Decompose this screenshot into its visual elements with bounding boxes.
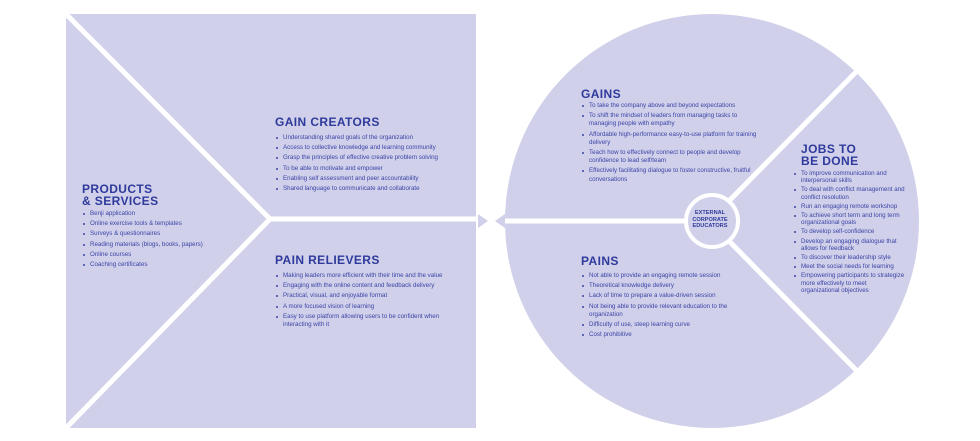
list-item: Empowering participants to strategize mo… (793, 272, 905, 294)
products-services-title-line2: & SERVICES (82, 194, 159, 208)
list-item: Theoretical knowledge delivery (581, 282, 741, 290)
list-item: Grasp the principles of effective creati… (275, 154, 450, 162)
list-item: Understanding shared goals of the organi… (275, 134, 450, 142)
fit-arrows-icon (478, 214, 505, 228)
jobs-to-be-done-title: JOBS TO BE DONE (801, 143, 858, 167)
list-item: To improve communication and interperson… (793, 170, 905, 184)
pains-list: Not able to provide an engaging remote s… (581, 272, 741, 341)
list-item: Effectively facilitating dialogue to fos… (581, 167, 759, 183)
list-item: Not able to provide an engaging remote s… (581, 272, 741, 280)
list-item: Practical, visual, and enjoyable format (275, 292, 445, 300)
list-item: Develop an engaging dialogue that allows… (793, 238, 905, 252)
pains-title: PAINS (581, 254, 619, 268)
list-item: To discover their leadership style (793, 254, 905, 261)
jobs-to-be-done-list: To improve communication and interperson… (793, 170, 905, 296)
segment-line1: EXTERNAL (694, 210, 726, 216)
pain-relievers-title: PAIN RELIEVERS (275, 253, 380, 267)
list-item: To take the company above and beyond exp… (581, 102, 759, 110)
list-item: Making leaders more efficient with their… (275, 272, 445, 280)
list-item: Online courses (82, 251, 242, 259)
list-item: Run an engaging remote workshop (793, 203, 905, 210)
list-item: Teach how to effectively connect to peop… (581, 149, 759, 165)
list-item: Coaching certificates (82, 261, 242, 269)
list-item: Enabling self assessment and peer accoun… (275, 175, 450, 183)
gain-creators-title: GAIN CREATORS (275, 115, 380, 129)
list-item: To deal with conflict management and con… (793, 186, 905, 201)
list-item: Difficulty of use, steep learning curve (581, 321, 741, 329)
list-item: Benji application (82, 210, 242, 218)
customer-profile-dividers (505, 70, 858, 372)
customer-segment-circle (684, 193, 740, 249)
segment-line3: EDUCATORS (692, 223, 728, 229)
list-item: To be able to motivate and empower (275, 165, 450, 173)
list-item: A more focused vision of learning (275, 303, 445, 311)
list-item: To develop self-confidence (793, 228, 905, 235)
list-item: Meet the social needs for learning (793, 263, 905, 270)
list-item: Shared language to communicate and colla… (275, 185, 450, 193)
pain-relievers-list: Making leaders more efficient with their… (275, 272, 445, 331)
customer-segment-label: EXTERNAL CORPORATE EDUCATORS (688, 210, 732, 230)
jobs-title-line1: JOBS TO (801, 142, 857, 156)
list-item: Easy to use platform allowing users to b… (275, 313, 445, 329)
products-services-title-line1: PRODUCTS (82, 182, 153, 196)
segment-line2: CORPORATE (692, 216, 728, 223)
products-services-title: PRODUCTS & SERVICES (82, 183, 158, 207)
products-services-list: Benji application Online exercise tools … (82, 210, 242, 271)
list-item: To shift the mindset of leaders from man… (581, 112, 759, 128)
list-item: Cost prohibitive (581, 331, 741, 339)
list-item: Surveys & questionnaires (82, 230, 242, 238)
list-item: Reading materials (blogs, books, papers) (82, 241, 242, 249)
gain-creators-list: Understanding shared goals of the organi… (275, 134, 450, 195)
gains-list: To take the company above and beyond exp… (581, 102, 759, 186)
jobs-title-line2: BE DONE (801, 154, 859, 168)
list-item: Lack of time to prepare a value-driven s… (581, 292, 741, 300)
list-item: Access to collective knowledge and learn… (275, 144, 450, 152)
gains-title: GAINS (581, 87, 622, 101)
list-item: Engaging with the online content and fee… (275, 282, 445, 290)
list-item: Not being able to provide relevant educa… (581, 303, 741, 319)
list-item: To achieve short term and long term orga… (793, 212, 905, 226)
list-item: Online exercise tools & templates (82, 220, 242, 228)
list-item: Affordable high-performance easy-to-use … (581, 131, 759, 147)
